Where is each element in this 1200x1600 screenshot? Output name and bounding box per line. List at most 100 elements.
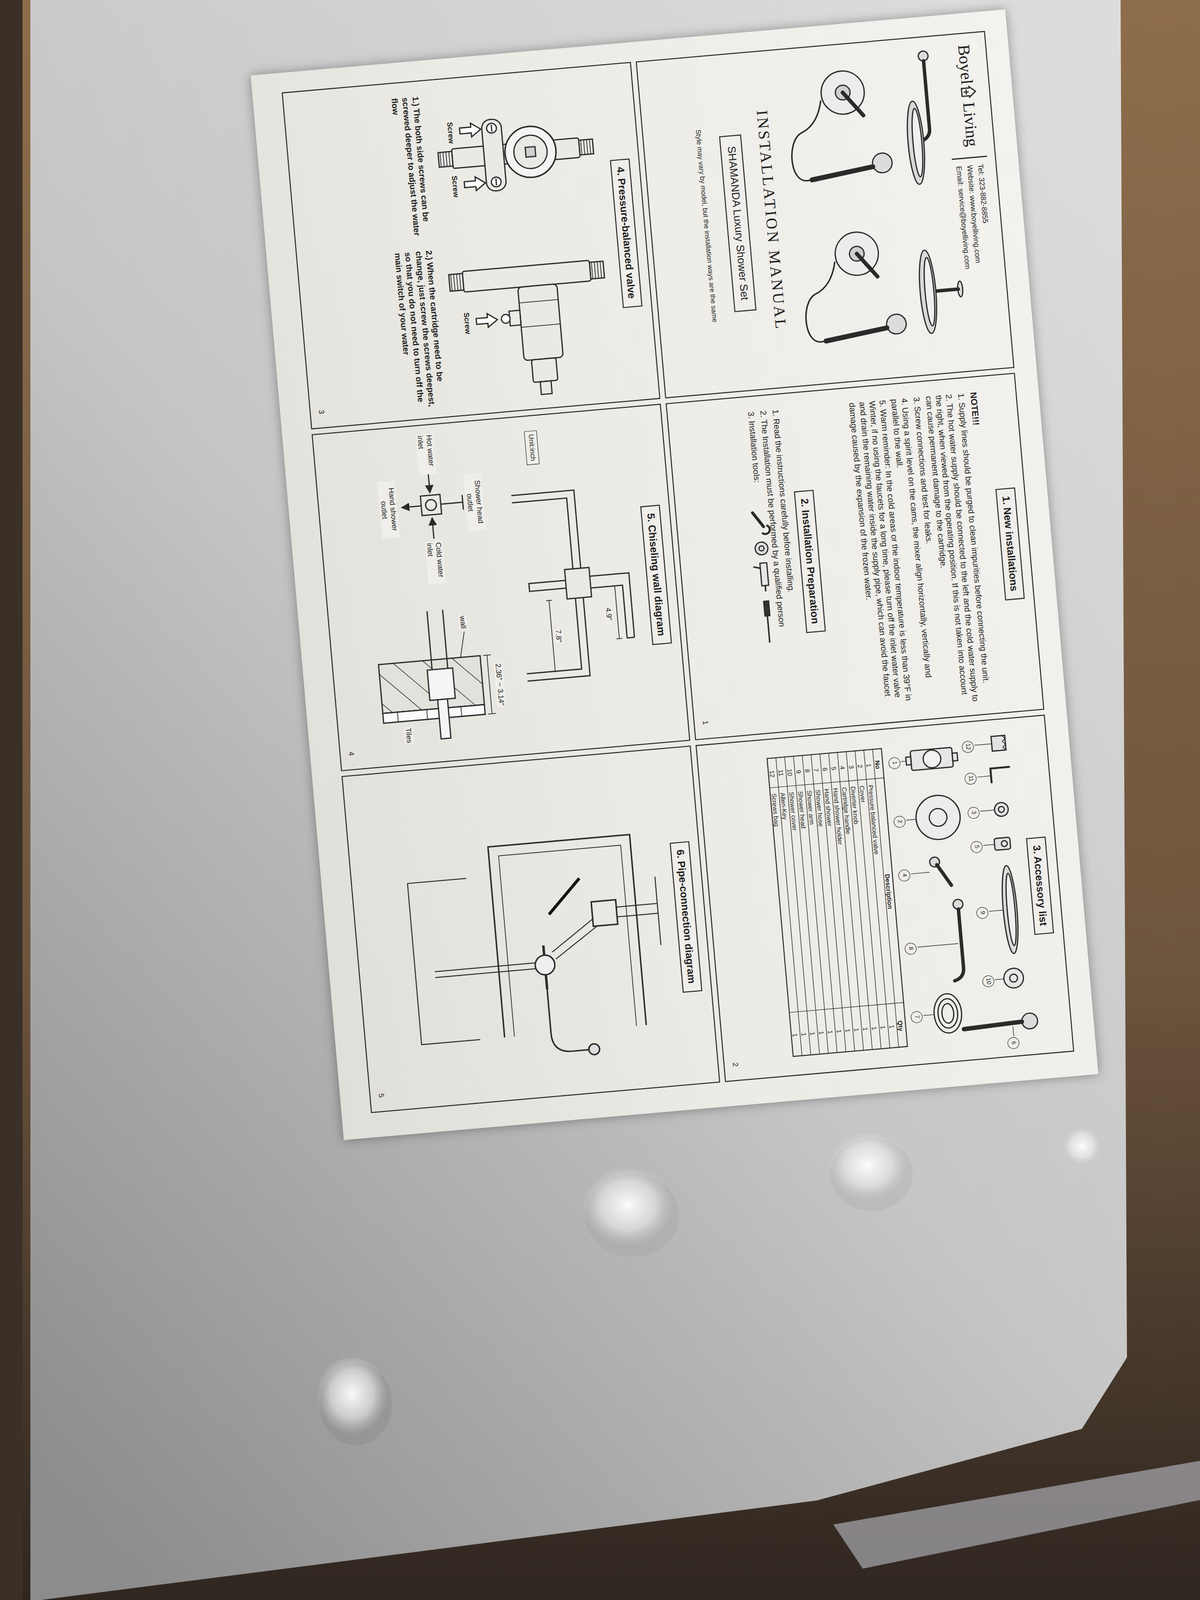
callout-balloon: 3 — [967, 806, 980, 820]
table-header: No — [872, 760, 882, 770]
page-number: 2 — [730, 1062, 741, 1068]
section-heading: 4. Pressure-balanced valve — [609, 158, 643, 308]
table-cell: 1 — [869, 1025, 879, 1031]
pipe-panel: 5 6. Pipe-connection diagram — [341, 745, 721, 1114]
callout-number: 12 — [962, 743, 974, 751]
table-cell: 1 — [851, 1027, 862, 1032]
accessory-art — [766, 734, 1039, 1057]
note-text: 2.) When the cartridge need to be change… — [392, 250, 448, 410]
note-heading: NOTE!!! — [967, 391, 981, 426]
callout-balloon: 12 — [961, 740, 975, 754]
section-heading: 2. Installation Preparation — [794, 489, 826, 633]
note-text: 1.) The both side screws can be screwed … — [389, 96, 433, 241]
table-cell: 8 — [802, 768, 812, 774]
table-cell: 1 — [834, 1029, 844, 1034]
callout-number: 8 — [905, 946, 917, 950]
chiseling-panel: 4 5. Chiseling wall diagram Unit:inchShowe… — [311, 403, 691, 772]
section-heading: 5. Chiseling wall diagram — [640, 504, 673, 646]
table-cell: 10 — [784, 768, 795, 777]
callout-number: 3 — [968, 810, 980, 815]
callout-balloon: 7 — [910, 1010, 924, 1024]
logo-text: Living — [958, 101, 983, 148]
accessory-panel: 23. Accessory list123456789101112NoDescr… — [695, 714, 1075, 1083]
cover-panel: BoyelLivingTel: 323-882-8855Website: www… — [635, 30, 1015, 399]
foam-sheet — [30, 0, 1127, 1600]
callout-balloon: 1 — [888, 756, 901, 770]
table-cell: 1 — [877, 1025, 888, 1030]
foil-strip — [833, 1460, 1200, 1569]
table-cell: Cover — [856, 785, 868, 803]
table-cell: 3 — [846, 764, 856, 770]
callout-balloon: 8 — [904, 942, 918, 955]
heading-text: 5. Chiseling wall diagram — [644, 512, 668, 637]
table-cell: 7 — [811, 768, 821, 773]
callout-number: 4 — [899, 873, 910, 877]
callout-balloon: 2 — [893, 815, 906, 828]
dimension-label: 7.8" — [553, 628, 564, 645]
table-cell: Pressure balanced valve — [865, 784, 881, 855]
table-cell: 1 — [816, 1030, 826, 1036]
logo-text: Boyel — [953, 43, 977, 85]
callout-number: 5 — [971, 844, 983, 849]
pipe-art — [404, 832, 671, 1070]
callout-number: 9 — [977, 910, 989, 915]
page-number: 3 — [316, 409, 326, 415]
port-label: Cold water inlet — [425, 540, 447, 585]
page-number: 4 — [346, 751, 356, 757]
heading-text: 1. New installations — [1000, 495, 1021, 592]
instruction-panel: NOTE!!!1. Supply lines should be purged … — [665, 372, 1045, 741]
foam-dimple — [581, 1168, 674, 1250]
page-number: 5 — [376, 1093, 386, 1099]
part-label: Screw — [461, 312, 473, 335]
table-cell: 11 — [775, 769, 786, 777]
table-cell: 1 — [860, 1026, 870, 1032]
foam-dimple — [1062, 1128, 1102, 1168]
section-heading: 3. Accessory list — [1025, 836, 1054, 936]
table-header: Qty — [895, 1020, 906, 1032]
heading-text: 3. Accessory list — [1030, 844, 1050, 927]
unit-box: Unit:inch — [524, 430, 540, 466]
table-cell: 5 — [828, 766, 839, 771]
part-label: Screw — [445, 121, 456, 145]
callout-number: 10 — [983, 977, 995, 985]
product-name-box: SHAMANDA Luxury Shower Set — [719, 134, 757, 313]
part-label: wall — [457, 614, 469, 630]
page-number: 1 — [700, 720, 711, 725]
table-cell: 6 — [820, 767, 830, 772]
dimension-label: 4.9" — [603, 606, 615, 623]
table-header: Description — [882, 873, 895, 910]
part-label: Tiles — [403, 726, 415, 745]
callout-number: 1 — [889, 760, 900, 765]
table-cell: 1 — [790, 1032, 800, 1038]
table-cell: 1 — [843, 1028, 853, 1033]
table-cell: 1 — [886, 1024, 897, 1029]
callout-balloon: 5 — [970, 840, 983, 854]
table-cell: 1 — [799, 1032, 809, 1037]
cover-art — [783, 46, 1002, 345]
note-text: Style may vary by model, but the install… — [694, 129, 720, 323]
unit-text: Unit:inch — [526, 433, 538, 462]
port-label: Hand shower outlet — [377, 480, 400, 539]
port-label: Shower head outlet — [463, 473, 486, 532]
heading-text: 4. Pressure-balanced valve — [614, 166, 639, 300]
valve-panel: 1.) The both side screws can be screwed … — [281, 61, 661, 430]
chiseling-art — [362, 457, 642, 745]
heading-text: 2. Installation Preparation — [798, 498, 822, 625]
table-cell: 9 — [793, 769, 803, 775]
dimension-label: 2.36" ~ 3.14" — [493, 662, 507, 707]
callout-balloon: 10 — [981, 975, 995, 988]
callout-number: 7 — [911, 1014, 923, 1019]
valve-art — [435, 110, 615, 402]
heading-text: 6. Pipe-connection diagram — [674, 849, 699, 984]
table-cell: 1 — [864, 763, 874, 768]
callout-number: 2 — [894, 819, 906, 824]
manual-title: INSTALLATION MANUAL — [752, 109, 791, 332]
callout-number: 11 — [965, 775, 977, 782]
callout-number: 6 — [1008, 1040, 1020, 1045]
foam-dimple — [826, 1132, 909, 1205]
foam-dimple — [316, 1357, 388, 1439]
table-cell: 4 — [837, 765, 848, 771]
callout-balloon: 9 — [975, 906, 989, 920]
section-heading: 6. Pipe-connection diagram — [669, 840, 703, 993]
